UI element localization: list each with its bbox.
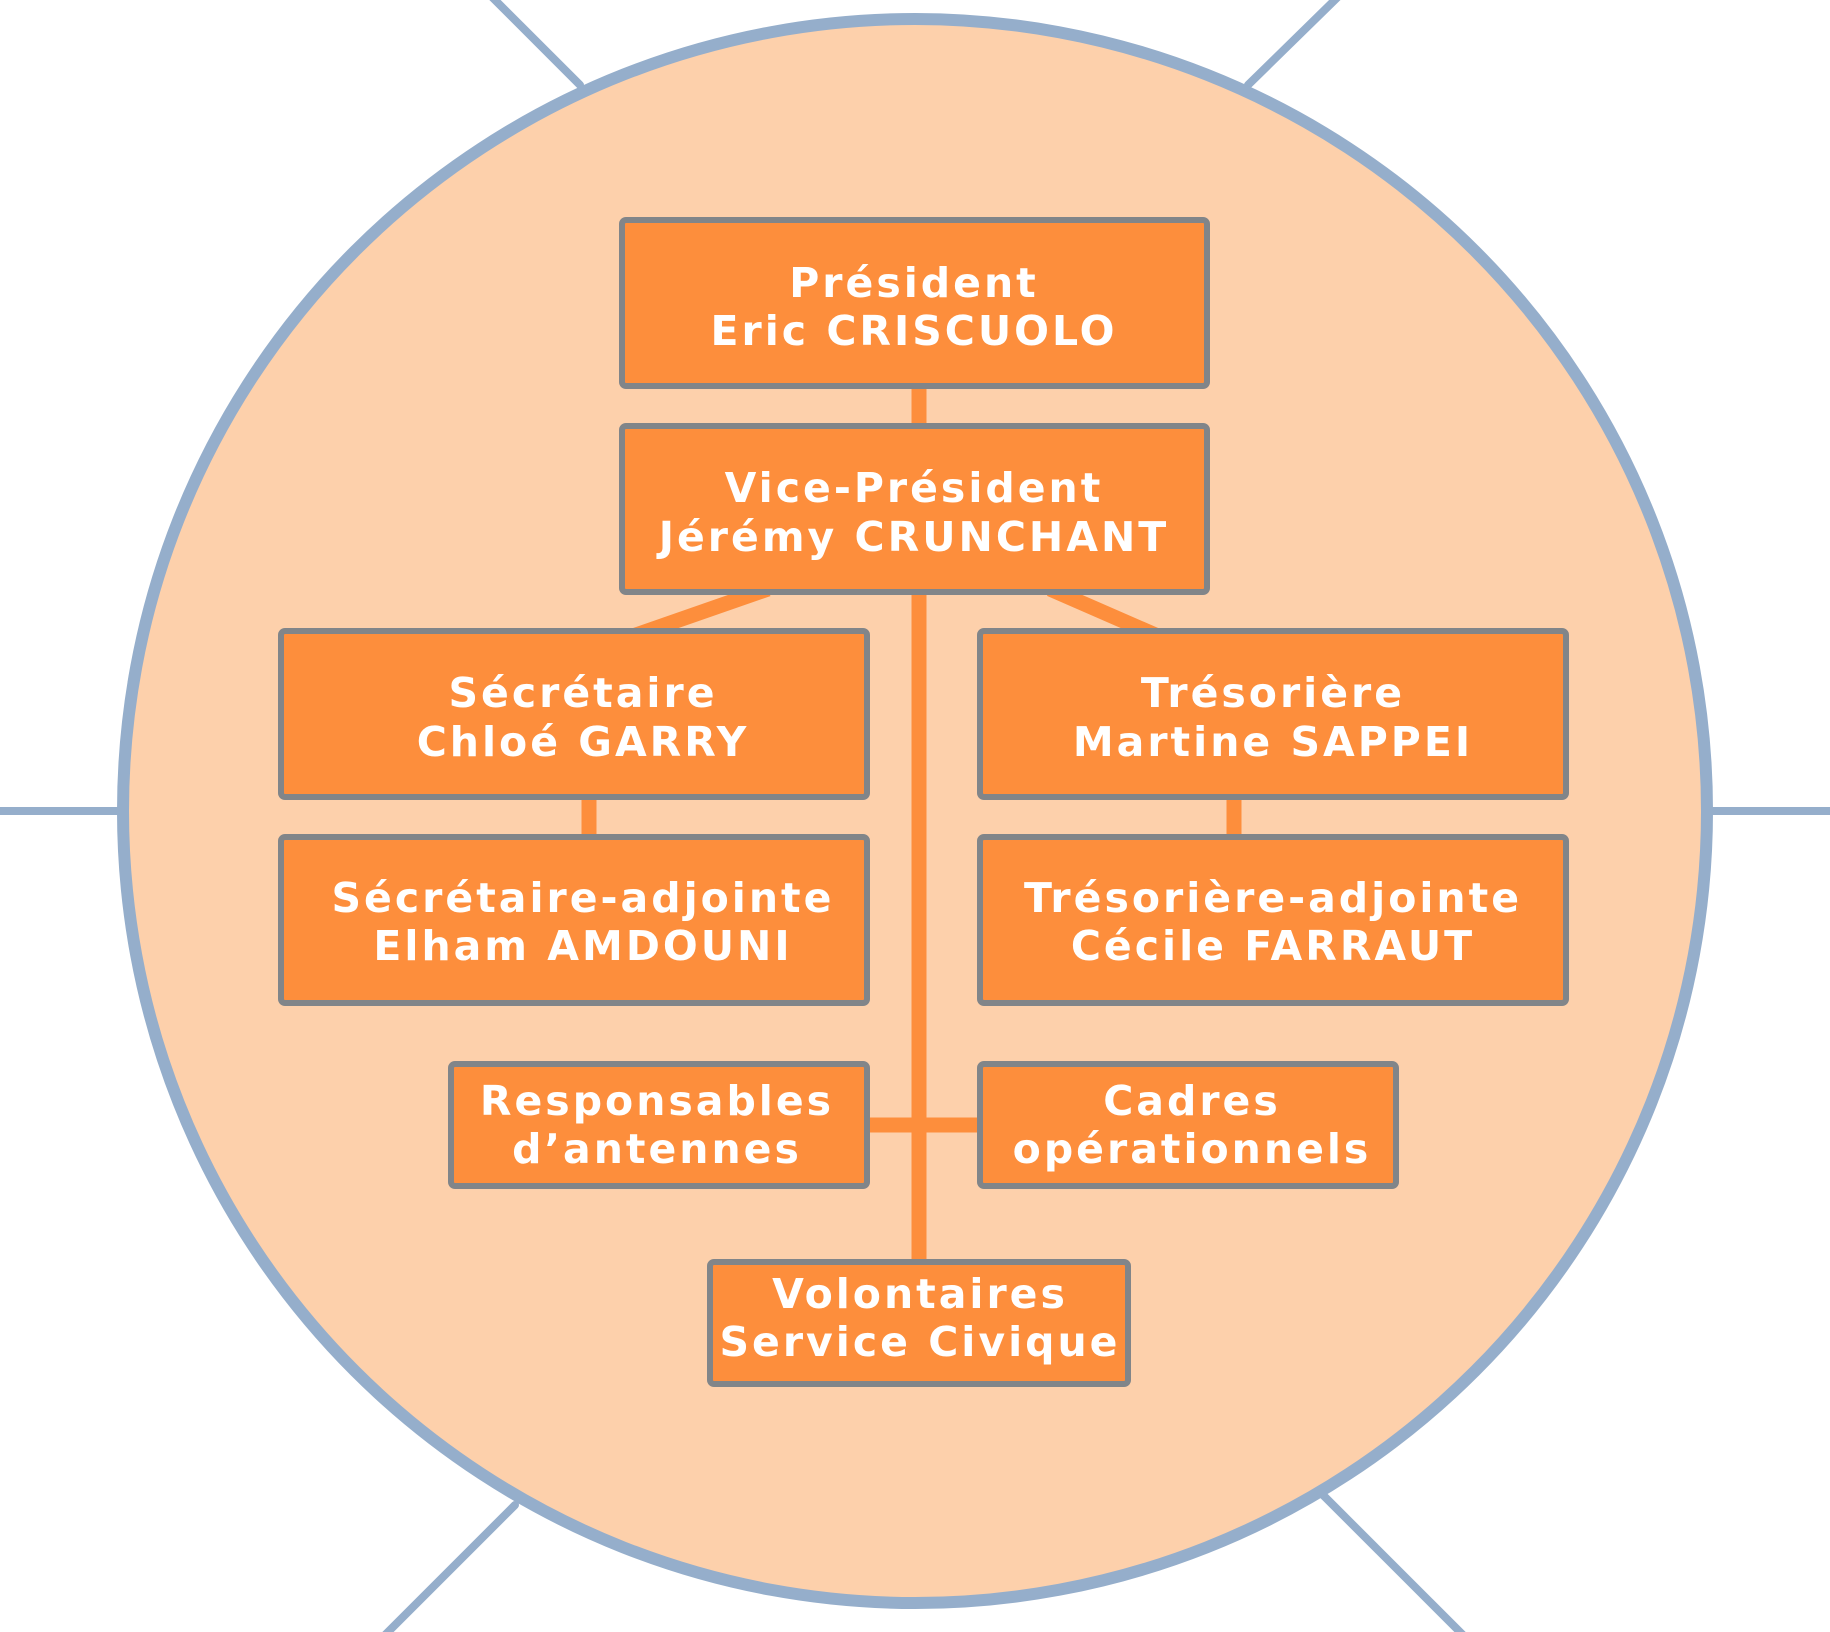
box-responsables-rect xyxy=(448,1061,870,1189)
volontaires-line1: Volontaires xyxy=(772,1270,1068,1318)
cadres-line2: opérationnels xyxy=(1013,1125,1372,1173)
box-president: Président Eric CRISCUOLO xyxy=(619,217,1210,389)
president-name: Eric CRISCUOLO xyxy=(710,307,1117,355)
president-role: Président xyxy=(789,259,1038,307)
box-tresoriere-adjointe-rect xyxy=(977,834,1569,1006)
box-secretaire: Sécrétaire Chloé GARRY xyxy=(278,628,870,800)
vice-president-name: Jérémy CRUNCHANT xyxy=(656,513,1170,561)
secretaire-name: Chloé GARRY xyxy=(417,718,750,766)
tresoriere-name: Martine SAPPEI xyxy=(1073,718,1473,766)
volontaires-line2: Service Civique xyxy=(720,1318,1121,1366)
box-vice-president-rect xyxy=(619,423,1210,595)
box-tresoriere-adjointe: Trésorière-adjointe Cécile FARRAUT xyxy=(977,834,1569,1006)
tresoriere-role: Trésorière xyxy=(1141,669,1405,717)
ray-bottom-right xyxy=(1319,1491,1466,1632)
ray-top-left xyxy=(489,0,584,89)
responsables-line2: d’antennes xyxy=(512,1125,802,1173)
box-cadres-operationnels: Cadres opérationnels xyxy=(977,1061,1399,1189)
box-responsables-antennes: Responsables d’antennes xyxy=(448,1061,870,1189)
box-secretaire-adjointe: Sécrétaire-adjointe Elham AMDOUNI xyxy=(278,834,870,1006)
tresoriere-adjointe-role: Trésorière-adjointe xyxy=(1024,874,1522,922)
vice-president-role: Vice-Président xyxy=(725,464,1104,512)
ray-top-right xyxy=(1244,0,1341,89)
box-tresoriere-rect xyxy=(977,628,1569,800)
box-volontaires: Volontaires Service Civique xyxy=(707,1259,1131,1387)
box-tresoriere: Trésorière Martine SAPPEI xyxy=(977,628,1569,800)
box-vice-president: Vice-Président Jérémy CRUNCHANT xyxy=(619,423,1210,595)
box-president-rect xyxy=(619,217,1210,389)
secretaire-role: Sécrétaire xyxy=(448,669,717,717)
tresoriere-adjointe-name: Cécile FARRAUT xyxy=(1071,922,1475,970)
box-secretaire-adjointe-rect xyxy=(278,834,870,1006)
box-volontaires-rect xyxy=(707,1259,1131,1387)
box-cadres-rect xyxy=(977,1061,1399,1189)
cadres-line1: Cadres xyxy=(1103,1077,1281,1125)
secretaire-adjointe-name: Elham AMDOUNI xyxy=(373,922,792,970)
ray-bottom-left xyxy=(382,1501,519,1632)
secretaire-adjointe-role: Sécrétaire-adjointe xyxy=(332,874,835,922)
responsables-line1: Responsables xyxy=(480,1077,834,1125)
box-secretaire-rect xyxy=(278,628,870,800)
